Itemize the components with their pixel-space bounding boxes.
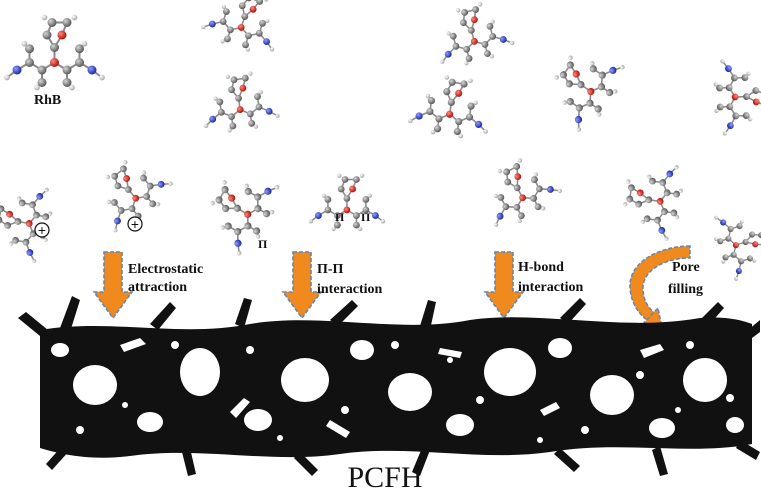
down-arrow-icon [281, 251, 323, 320]
plus-circle-icon: + [127, 216, 143, 232]
plus-circle-icon: + [34, 222, 50, 238]
charge-symbol: + [38, 222, 46, 238]
hbond-label-line2: interaction [518, 280, 584, 295]
electrostatic-label-line2: attraction [128, 280, 187, 295]
pi-symbol: Π [361, 210, 371, 224]
down-arrow-icon [483, 251, 525, 320]
pipi-label-line2: interaction [317, 282, 383, 297]
rhb-molecule [196, 67, 282, 137]
material-label: PCFH [347, 461, 422, 494]
rhb-molecules-top [3, 0, 761, 143]
rhb-molecule [197, 0, 290, 61]
down-arrow-icon [92, 251, 134, 320]
pi-symbols: Π Π Π [258, 210, 371, 251]
rhb-molecule [711, 56, 761, 137]
rhb-molecule [706, 201, 761, 285]
rhb-molecule [427, 0, 518, 73]
electrostatic-label-line1: Electrostatic [128, 262, 203, 277]
pore-label-line1: Pore [672, 260, 700, 275]
rhb-molecule [3, 13, 106, 92]
rhb-molecule [307, 172, 386, 232]
porous-framework [18, 296, 760, 476]
hbond-label-line1: H-bond [518, 260, 564, 275]
pore-label-line2: filling [668, 282, 703, 297]
pi-symbol: Π [258, 237, 268, 251]
rhb-molecule [535, 35, 633, 139]
rhb-molecule [193, 159, 288, 262]
pipi-label-line1: Π-Π [317, 262, 344, 277]
rhb-molecule [618, 157, 688, 244]
rhb-molecule [0, 178, 58, 266]
molecule-label: RhB [34, 93, 61, 108]
pi-symbol: Π [335, 210, 345, 224]
positive-charges: + + [34, 216, 143, 238]
rhb-molecule [470, 146, 568, 236]
rhb-molecule [405, 69, 496, 143]
charge-symbol: + [131, 216, 139, 232]
